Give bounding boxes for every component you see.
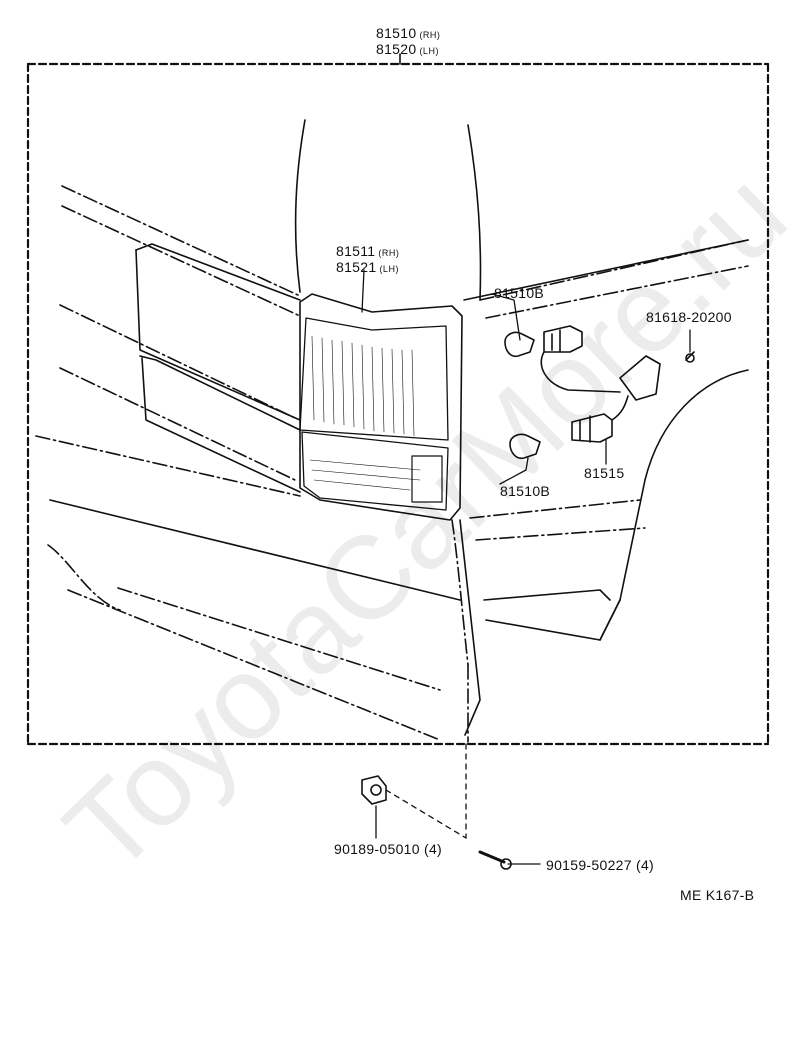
rear-window (135, 243, 301, 421)
quarter-panel (49, 239, 749, 736)
lens-label-rh: 81511(RH) (336, 243, 400, 259)
assembly-boundary (26, 62, 770, 746)
screw-label: 81618-20200 (646, 309, 732, 325)
body-outline-lines (35, 185, 749, 743)
wire-harness (540, 351, 661, 421)
nut-icon (361, 775, 387, 805)
bolt-icon (478, 850, 512, 870)
lens-label-lh: 81521(LH) (336, 259, 399, 275)
bulb-upper-icon (504, 331, 535, 358)
assembly-label-rh: 81510(RH) (376, 25, 441, 41)
lens-hatching (309, 335, 421, 491)
socket-lower (571, 413, 613, 443)
leader-lines (361, 269, 691, 865)
bulb-upper-label: 81510B (494, 285, 545, 301)
figure-code: ME K167-B (680, 887, 755, 903)
rear-pillar (294, 119, 482, 301)
screw-icon (685, 351, 695, 363)
bulb-lower-label: 81510B (500, 483, 551, 499)
assembly-label-lh: 81520(LH) (376, 41, 439, 57)
nut-label: 90189-05010 (4) (334, 841, 443, 857)
install-path (385, 743, 467, 839)
bolt-label: 90159-50227 (4) (546, 857, 655, 873)
bulb-lower-icon (509, 433, 541, 460)
tail-lamp-lens (299, 293, 463, 521)
socket-label: 81515 (584, 465, 625, 481)
socket-upper (543, 325, 583, 353)
lower-panel (139, 355, 301, 493)
